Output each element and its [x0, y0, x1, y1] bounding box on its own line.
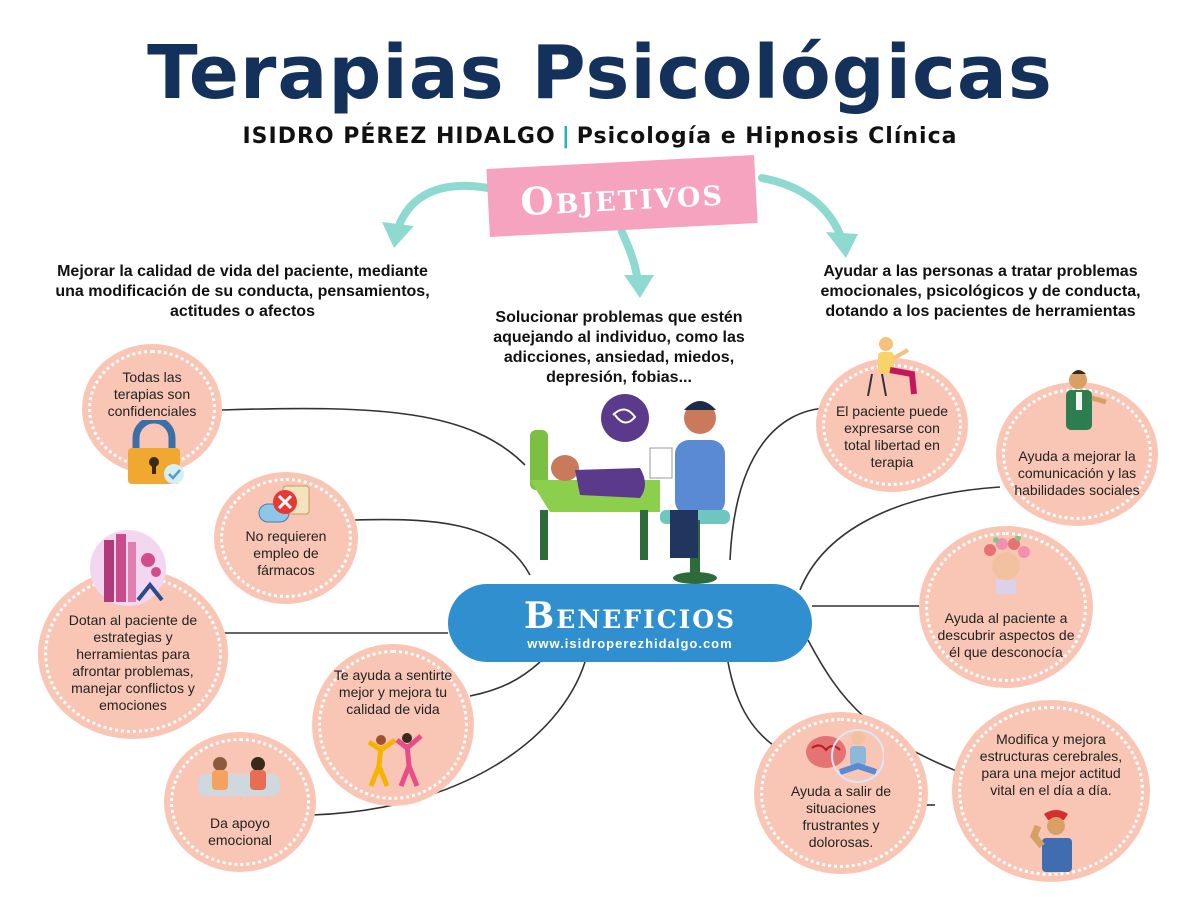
beneficio-text: Te ayuda a sentirte mejor y mejora tu ca… [333, 667, 453, 717]
beneficio-text: Ayuda al paciente a descubrir aspectos d… [937, 610, 1075, 660]
subtitle: ISIDRO PÉREZ HIDALGO|Psicología e Hipnos… [0, 124, 1200, 149]
beneficio-text: Ayuda a salir de situaciones frustrantes… [790, 783, 892, 850]
sitting-person-icon [867, 337, 917, 397]
objetivos-label: Objetivos [519, 168, 725, 224]
speaking-man-icon [1066, 370, 1107, 430]
brain-meditation-icon [806, 729, 884, 783]
padlock-icon [128, 420, 184, 484]
author-specialty: Psicología e Hipnosis Clínica [576, 124, 958, 149]
objetivo-right: Ayudar a las personas a tratar problemas… [820, 263, 1141, 320]
page-title: Terapias Psicológicas [147, 30, 1053, 116]
beneficio-text: No requieren empleo de fármacos [245, 528, 327, 578]
beneficios-label: Beneficios [523, 594, 737, 637]
beneficios-pill: Beneficios www.isidroperezhidalgo.com [448, 584, 812, 662]
website-url: www.isidroperezhidalgo.com [527, 635, 733, 651]
beneficio-text: Todas las terapias son confidenciales [107, 369, 197, 419]
beneficio-estrategias: Dotan al paciente de estrategias y herra… [44, 575, 222, 733]
beneficio-comunicacion: Ayuda a mejorar la comunicación y las ha… [1002, 388, 1152, 520]
beneficio-libertad: El paciente puede expresarse con total l… [822, 364, 962, 486]
beneficio-descubrir: Ayuda al paciente a descubrir aspectos d… [925, 532, 1087, 682]
strong-woman-icon [1030, 810, 1072, 872]
beneficio-text: Dotan al paciente de estrategias y herra… [68, 612, 198, 713]
dancing-people-icon [367, 733, 423, 787]
subtitle-separator: | [561, 124, 571, 149]
objetivo-center: Solucionar problemas que estén aquejando… [493, 309, 745, 386]
no-drugs-icon [258, 485, 310, 523]
conversation-icon [198, 757, 280, 796]
beneficio-apoyo-emocional: Da apoyo emocional [170, 738, 310, 866]
beneficio-text: Modifica y mejora estructuras cerebrales… [979, 731, 1123, 798]
beneficio-sentirte-mejor: Te ayuda a sentirte mejor y mejora tu ca… [318, 650, 468, 800]
beneficio-text: Ayuda a mejorar la comunicación y las ha… [1014, 448, 1140, 498]
flower-head-icon [984, 536, 1030, 594]
beneficio-text: El paciente puede expresarse con total l… [835, 403, 949, 470]
therapy-session-illustration [530, 394, 730, 584]
books-gears-icon [90, 530, 166, 606]
objetivos-banner: Objetivos [486, 155, 758, 237]
objetivo-left: Mejorar la calidad de vida del paciente,… [55, 263, 430, 320]
author-name: ISIDRO PÉREZ HIDALGO [242, 124, 556, 149]
beneficio-text: Da apoyo emocional [208, 815, 272, 848]
